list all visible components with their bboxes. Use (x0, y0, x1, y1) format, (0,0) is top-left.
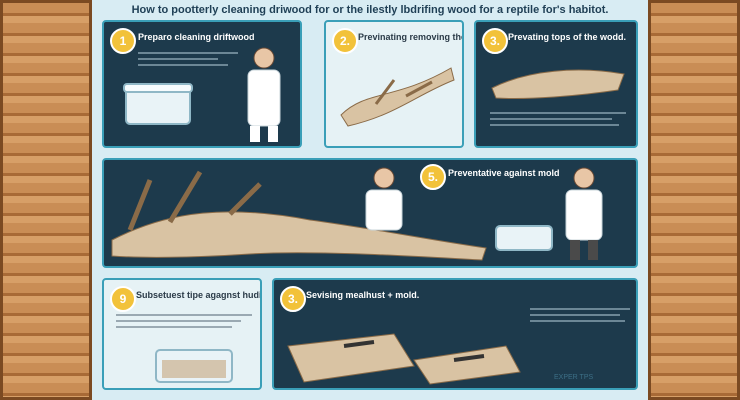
panel-step-1: 1 Preparo cleaning driftwood (102, 20, 302, 148)
step-badge: 3. (280, 286, 306, 312)
cleaning-tub-illustration (123, 83, 193, 125)
step-badge: 2. (332, 28, 358, 54)
driftwood-illustration (340, 67, 455, 127)
panel-blurb (116, 310, 252, 332)
infographic-title: How to pootterly cleaning driwood for or… (131, 4, 609, 16)
left-window-shutter (0, 0, 92, 400)
panel-title: Sevising mealhust + mold. (306, 290, 420, 300)
step-badge: 1 (110, 28, 136, 54)
person-illustration (565, 167, 603, 260)
driftwood-illustration (491, 69, 625, 100)
step-badge: 9 (110, 286, 136, 312)
panel-title: Preventative against mold (448, 168, 560, 178)
panel-title: Previnating removing the wood. (358, 32, 462, 42)
person-illustration (365, 167, 403, 231)
panel-title: Preparo cleaning driftwood (138, 32, 255, 42)
step-badge: 5. (420, 164, 446, 190)
person-illustration (247, 47, 281, 142)
expert-tips-label: EXPER TPS (554, 374, 594, 381)
panel-step-5: 5. Preventative against mold (102, 158, 638, 268)
panel-step-9: 9 Subsetuest tipe agagnst hudiuoh. (102, 278, 262, 390)
panel-title: Subsetuest tipe agagnst hudiuoh. (136, 290, 262, 300)
panel-blurb (138, 48, 238, 70)
panel-blurb (490, 108, 626, 130)
large-driftwood-illustration (111, 170, 487, 261)
panel-step-3b: 3. Sevising mealhust + mold. EXPER TPS (272, 278, 638, 390)
panel-title: Prevating tops of the wodd. (508, 32, 627, 42)
wood-slab-illustration (287, 333, 521, 385)
cleaning-tub-illustration (155, 349, 233, 383)
infographic-sheet: How to pootterly cleaning driwood for or… (92, 0, 648, 400)
panel-blurb (530, 304, 630, 326)
cleaning-tub-illustration (495, 225, 553, 251)
step-badge: 3. (482, 28, 508, 54)
panel-step-2: 2. Previnating removing the wood. (324, 20, 464, 148)
panel-step-3: 3. Prevating tops of the wodd. (474, 20, 638, 148)
right-window-shutter (648, 0, 740, 400)
